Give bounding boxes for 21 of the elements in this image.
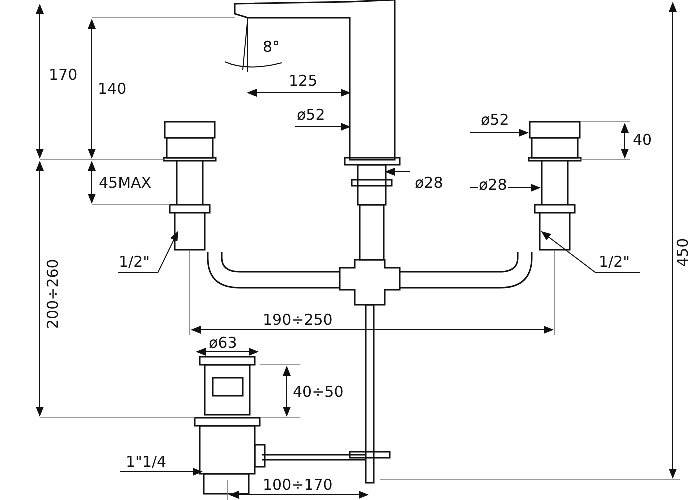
dimension-label: ø52 — [480, 113, 510, 128]
dimension-label: 1"1/4 — [125, 455, 168, 470]
dimension-label: 40÷50 — [292, 385, 345, 400]
dimension-label: ø52 — [296, 108, 326, 123]
dimension-label: 170 — [48, 68, 79, 83]
dimension-label: 45MAX — [98, 176, 153, 191]
dimension-label: ø28 — [414, 176, 444, 191]
dimension-label: 40 — [632, 133, 654, 148]
dimension-label: 125 — [288, 74, 319, 89]
leader-line — [118, 231, 178, 274]
leader-line — [541, 231, 640, 274]
dimension-label: 140 — [97, 82, 128, 97]
dimension-label: 8° — [262, 40, 282, 55]
dimension-label: 450 — [676, 237, 691, 268]
dimension-label: 190÷250 — [262, 313, 334, 328]
dimension-label: ø28 — [478, 178, 508, 193]
thread-size-label: 1/2" — [118, 255, 152, 270]
dimension-label: 200÷260 — [46, 258, 61, 330]
dimension-label: 100÷170 — [262, 478, 334, 493]
thread-size-label: 1/2" — [598, 255, 632, 270]
dimension-label: ø63 — [208, 336, 238, 351]
